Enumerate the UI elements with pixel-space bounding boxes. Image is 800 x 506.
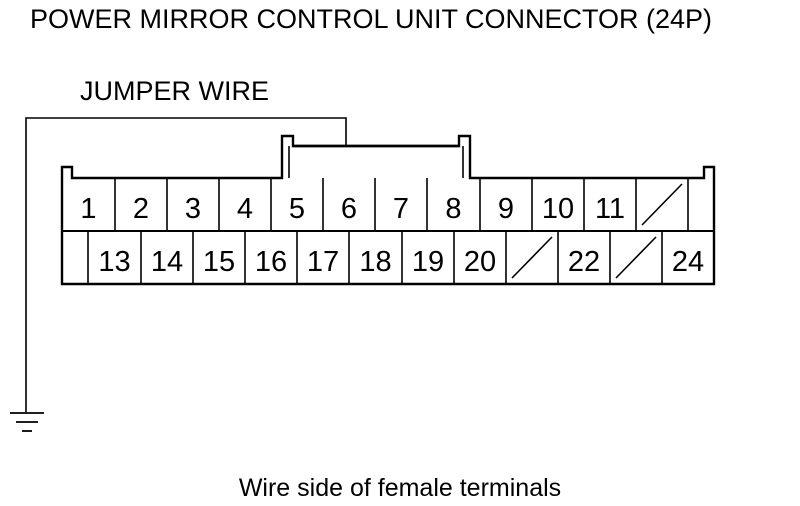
jumper-wire-label: JUMPER WIRE xyxy=(80,76,269,106)
terminal-7: 7 xyxy=(393,193,409,225)
terminal-9: 9 xyxy=(498,193,514,225)
terminal-10: 10 xyxy=(542,193,574,225)
diagram-title: POWER MIRROR CONTROL UNIT CONNECTOR (24P… xyxy=(30,4,713,34)
terminal-2: 2 xyxy=(133,193,149,225)
terminal-1: 1 xyxy=(80,193,96,225)
bottom-row-unused-terminal-slash xyxy=(615,236,657,279)
terminal-17: 17 xyxy=(307,246,339,278)
terminal-19: 19 xyxy=(412,246,444,278)
terminal-4: 4 xyxy=(237,193,253,225)
terminal-5: 5 xyxy=(289,193,305,225)
terminal-22: 22 xyxy=(568,246,600,278)
terminal-24: 24 xyxy=(672,246,704,278)
ground-symbol-icon xyxy=(10,412,44,432)
terminal-16: 16 xyxy=(255,246,287,278)
terminal-18: 18 xyxy=(359,246,391,278)
diagram-caption: Wire side of female terminals xyxy=(238,474,562,502)
terminal-15: 15 xyxy=(203,246,235,278)
bottom-row-unused-terminal-slash xyxy=(511,236,553,279)
terminal-11: 11 xyxy=(595,193,625,225)
top-row-unused-terminal-slash xyxy=(641,183,683,226)
terminal-3: 3 xyxy=(185,193,201,225)
terminal-6: 6 xyxy=(341,193,357,225)
terminal-13: 13 xyxy=(98,246,130,278)
terminal-14: 14 xyxy=(151,246,183,278)
terminal-20: 20 xyxy=(464,246,496,278)
terminal-8: 8 xyxy=(445,193,461,225)
